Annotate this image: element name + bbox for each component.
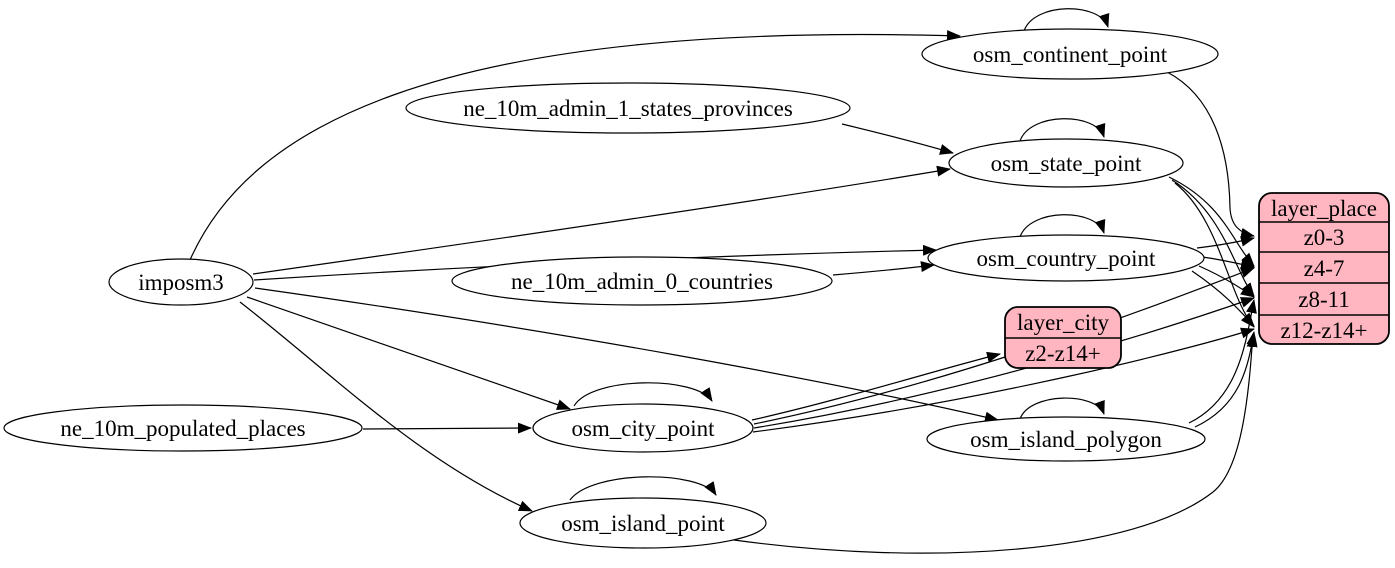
node-layer-city: layer_city z2-z14+ xyxy=(1004,306,1122,369)
layer-city-row-z2-z14: z2-z14+ xyxy=(1025,341,1101,366)
layer-city-title: layer_city xyxy=(1017,310,1109,335)
node-ne-10m-populated-places: ne_10m_populated_places xyxy=(3,404,363,452)
self-loop-osm-country-point xyxy=(1019,214,1106,238)
node-imposm3-label: imposm3 xyxy=(138,270,224,295)
layer-place-row-z8-11: z8-11 xyxy=(1298,287,1350,312)
node-layer-place-shape xyxy=(1258,192,1390,345)
node-osm-island-polygon: osm_island_polygon xyxy=(926,416,1206,462)
node-osm-continent-point-label: osm_continent_point xyxy=(973,42,1168,67)
node-ne-10m-admin-1-states-provinces: ne_10m_admin_1_states_provinces xyxy=(405,82,851,134)
self-loop-osm-state-point xyxy=(1019,118,1106,142)
edge-osm-island-point-layer-place-z12-z14 xyxy=(733,333,1258,554)
edge-osm-continent-point-layer-place-z0-3 xyxy=(1166,71,1255,239)
node-ne-10m-admin-1-states-provinces-label: ne_10m_admin_1_states_provinces xyxy=(463,96,793,121)
layer-place-title: layer_place xyxy=(1271,196,1377,221)
self-loop-osm-continent-point xyxy=(1023,8,1110,32)
node-osm-city-point-shape xyxy=(532,403,754,453)
self-loop-osm-island-point xyxy=(569,476,717,501)
node-ne-10m-admin-1-states-provinces-shape xyxy=(405,82,851,134)
node-osm-continent-point-shape xyxy=(921,28,1219,80)
node-layer-place: layer_place z0-3 z4-7 z8-11 z12-z14+ xyxy=(1258,192,1390,345)
node-imposm3-shape xyxy=(108,258,254,306)
node-ne-10m-populated-places-label: ne_10m_populated_places xyxy=(60,416,305,441)
node-osm-country-point-shape xyxy=(927,234,1205,282)
edge-imposm3-osm-city-point xyxy=(246,296,571,410)
self-loop-osm-city-point xyxy=(573,382,713,407)
node-imposm3: imposm3 xyxy=(108,258,254,306)
node-osm-state-point-label: osm_state_point xyxy=(991,151,1142,176)
edge-osm-country-point-layer-place-z4-7 xyxy=(1201,256,1255,270)
edge-osm-country-point-layer-place-z8-11 xyxy=(1198,265,1255,298)
node-osm-state-point-shape xyxy=(948,138,1184,188)
nodes-layer: imposm3 ne_10m_admin_1_states_provinces … xyxy=(3,28,1390,549)
node-ne-10m-admin-0-countries-shape xyxy=(451,256,833,306)
node-ne-10m-populated-places-shape xyxy=(3,404,363,452)
node-osm-island-point: osm_island_point xyxy=(519,497,767,549)
edge-osm-island-polygon-layer-place-z8-11 xyxy=(1188,299,1257,424)
edge-osm-country-point-layer-place-z0-3 xyxy=(1196,235,1255,249)
node-osm-state-point: osm_state_point xyxy=(948,138,1184,188)
edge-imposm3-osm-island-point xyxy=(239,301,533,512)
node-osm-island-polygon-label: osm_island_polygon xyxy=(970,427,1162,452)
edge-imposm3-osm-continent-point xyxy=(189,30,961,261)
node-ne-10m-admin-0-countries: ne_10m_admin_0_countries xyxy=(451,256,833,306)
edge-ne-10m-populated-places-osm-city-point xyxy=(362,422,532,434)
edge-imposm3-osm-state-point xyxy=(252,165,951,275)
layer-place-row-z4-7: z4-7 xyxy=(1304,256,1345,281)
node-osm-island-polygon-shape xyxy=(926,416,1206,462)
node-osm-city-point-label: osm_city_point xyxy=(571,416,715,441)
edges-layer xyxy=(189,8,1258,554)
node-osm-country-point-label: osm_country_point xyxy=(977,246,1156,271)
node-osm-continent-point: osm_continent_point xyxy=(921,28,1219,80)
edge-imposm3-osm-island-polygon xyxy=(254,287,999,423)
node-osm-country-point: osm_country_point xyxy=(927,234,1205,282)
layer-place-row-z0-3: z0-3 xyxy=(1304,225,1345,250)
self-loop-osm-island-polygon xyxy=(1019,397,1105,420)
node-osm-city-point: osm_city_point xyxy=(532,403,754,453)
layer-place-row-z12-z14: z12-z14+ xyxy=(1280,318,1367,343)
edge-osm-city-point-layer-city-z2-z14 xyxy=(751,351,1001,421)
edge-osm-state-point-layer-place-z4-7 xyxy=(1168,176,1255,267)
node-ne-10m-admin-0-countries-label: ne_10m_admin_0_countries xyxy=(511,269,773,294)
edge-ne-10m-admin-1-states-provinces-osm-state-point xyxy=(841,123,954,155)
edge-osm-city-point-layer-place-z8-11 xyxy=(753,297,1255,429)
node-osm-island-point-shape xyxy=(519,497,767,549)
node-osm-island-point-label: osm_island_point xyxy=(561,511,725,536)
edge-osm-city-point-layer-place-z12-z14 xyxy=(752,327,1255,433)
edge-ne-10m-admin-0-countries-osm-country-point xyxy=(832,261,935,276)
